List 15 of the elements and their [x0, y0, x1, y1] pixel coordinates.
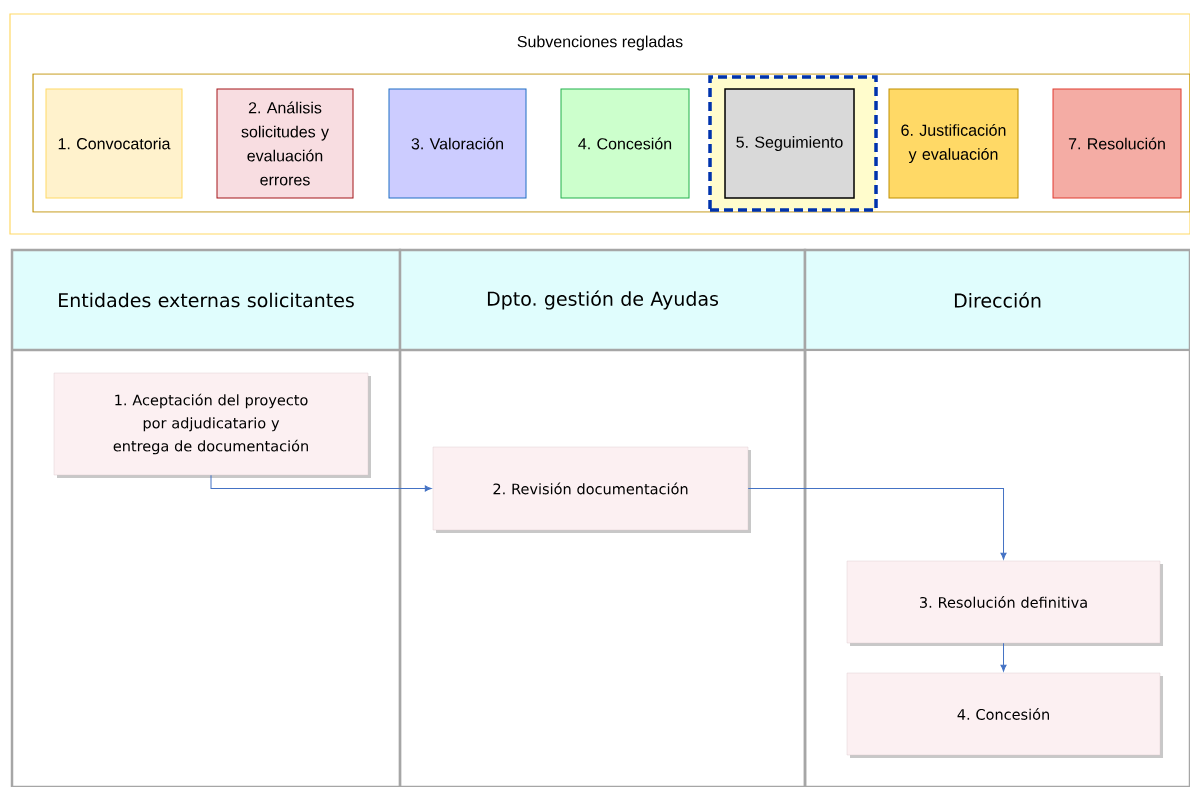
process-box: 4. Concesión: [846, 672, 1163, 758]
phase-box: 1. Convocatoria: [45, 88, 183, 199]
phase-box: 5. Seguimiento: [724, 88, 855, 199]
phase-box: 2. Análisis solicitudes y evaluación errores: [216, 88, 354, 199]
arrow: [1000, 642, 1007, 672]
phase-box: 4. Concesión: [560, 88, 690, 199]
process-box: 1. Aceptación del proyecto por adjudicatario y entrega de documentación: [53, 372, 371, 478]
arrow: [210, 474, 432, 492]
phase-box: 3. Valoración: [388, 88, 527, 199]
arrow: [747, 488, 1007, 560]
process-box: 3. Resolución definitiva: [846, 560, 1163, 646]
phase-band: [32, 73, 1190, 213]
phase-box: 6. Justificación y evaluación: [888, 88, 1019, 199]
process-box: 2. Revisión documentación: [432, 446, 751, 533]
phase-box: 7. Resolución: [1052, 88, 1182, 199]
